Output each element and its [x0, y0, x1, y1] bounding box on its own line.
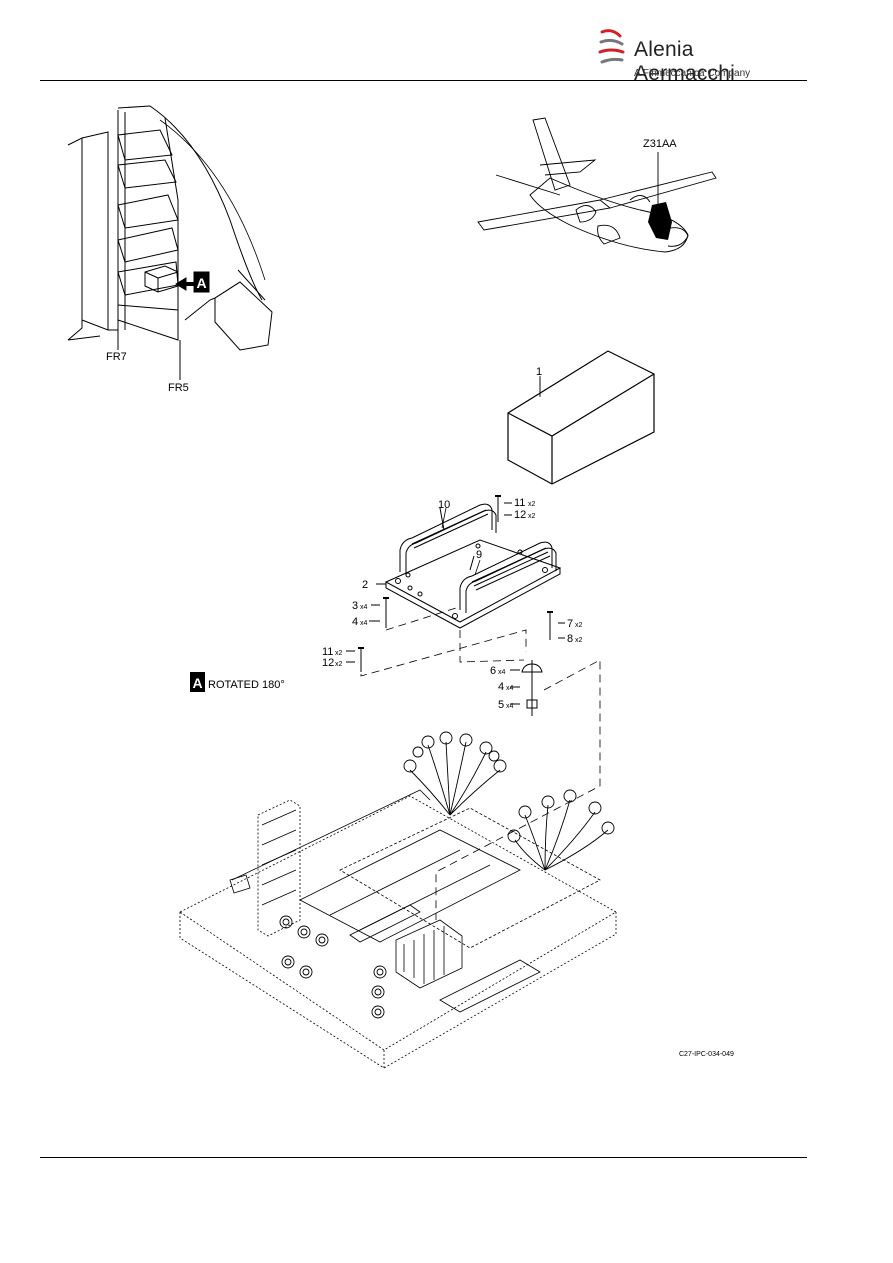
view-note-text: ROTATED 180°: [208, 679, 285, 691]
callout-item-3: 3: [352, 600, 358, 612]
callout-item-4-right: 4: [498, 681, 504, 693]
callout-qty-4-right: x4: [506, 685, 514, 692]
brand-tagline: A Finmeccanica Company: [634, 68, 751, 79]
assembly-leaders: [360, 607, 601, 920]
callout-qty-11-left: x2: [335, 650, 343, 657]
fasteners: [346, 495, 565, 716]
view-note-marker: A: [192, 675, 202, 691]
callout-item-9: 9: [476, 549, 482, 561]
callout-qty-12-top: x2: [528, 513, 536, 520]
view-marker-label: A: [196, 275, 206, 291]
rack-detail-view: [67, 105, 273, 380]
view-note-marker-box: [190, 672, 205, 692]
callout-item-8: 8: [567, 633, 573, 645]
swoosh-logo-icon: [598, 29, 625, 64]
callout-qty-6: x4: [498, 669, 506, 676]
base-plate-assembly: [179, 789, 617, 1069]
callout-item-6: 6: [490, 665, 496, 677]
callout-item-2: 2: [362, 579, 368, 591]
callout-item-1: 1: [536, 366, 542, 378]
cable-harness-left: [403, 731, 507, 816]
callout-item-11-top: 11: [514, 497, 525, 509]
callout-qty-5: x4: [506, 703, 514, 710]
header-rule: [40, 80, 807, 81]
callout-qty-7: x2: [575, 622, 583, 629]
mounting-tray: [384, 503, 562, 629]
brand-logo: Alenia Aermacchi A Finmeccanica Company: [598, 24, 798, 85]
callout-qty-3: x4: [360, 604, 368, 611]
callout-qty-4-left: x4: [360, 620, 368, 627]
callout-item-12-left: 12: [322, 657, 334, 669]
callout-item-11-left: 11: [322, 646, 333, 658]
view-marker-box: [193, 271, 210, 293]
figure-id: C27-IPC-034-049: [679, 1051, 734, 1058]
callout-qty-8: x2: [575, 637, 583, 644]
callout-item-10: 10: [438, 499, 450, 511]
zone-highlight: [648, 202, 672, 240]
callout-item-5: 5: [498, 699, 504, 711]
cable-harness-right: [507, 789, 615, 871]
callout-qty-12-left: x2: [335, 661, 343, 668]
zone-label: Z31AA: [643, 138, 677, 150]
callout-item-4-left: 4: [352, 616, 358, 628]
callout-item-12-top: 12: [514, 509, 526, 521]
frame-label-fr7: FR7: [106, 351, 127, 363]
circular-connectors: [279, 915, 387, 1019]
callout-qty-11-top: x2: [528, 501, 536, 508]
footer-rule: [40, 1157, 807, 1158]
brand-name: Alenia Aermacchi: [634, 38, 735, 85]
callout-item-7: 7: [567, 618, 573, 630]
aircraft-diagram: [477, 117, 717, 253]
item-1-unit-box: [507, 350, 655, 485]
frame-label-fr5: FR5: [168, 382, 189, 394]
